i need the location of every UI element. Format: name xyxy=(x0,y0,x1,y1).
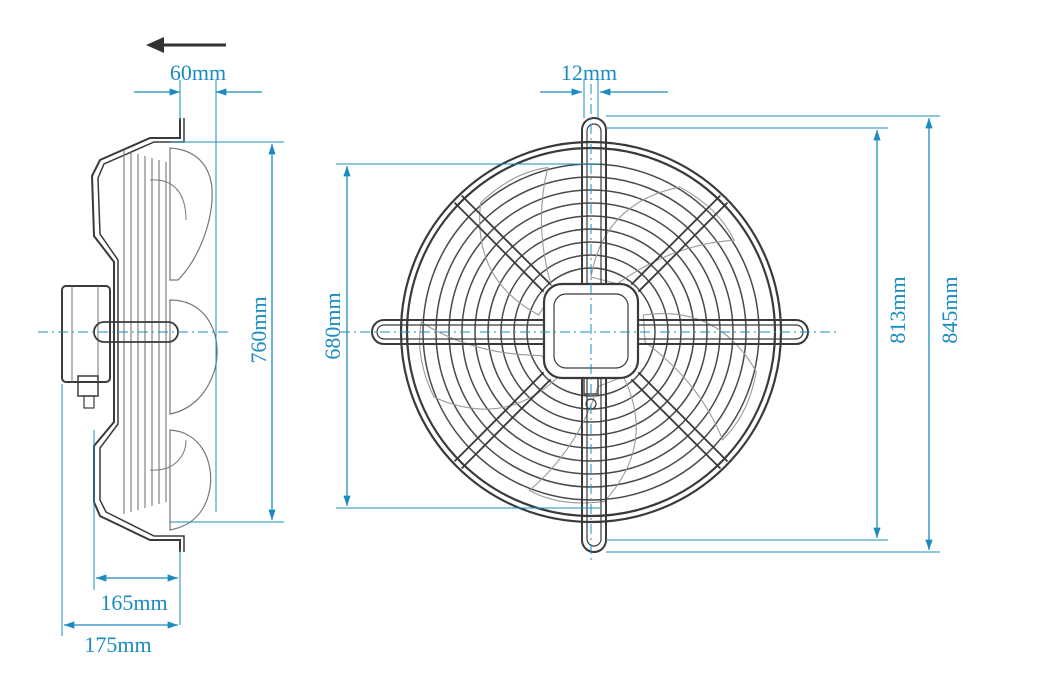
dim-inner-diameter: 680mm xyxy=(320,163,600,509)
impeller-blade xyxy=(590,186,735,285)
left-arrow-icon xyxy=(146,37,226,53)
dim-bracket-height: 813mm xyxy=(606,127,910,541)
guard-spoke xyxy=(637,371,729,463)
dim-label-813: 813mm xyxy=(885,276,910,343)
dim-side-height: 760mm xyxy=(170,141,284,523)
dim-label-175: 175mm xyxy=(84,632,151,657)
guard-spoke xyxy=(630,194,722,286)
dim-label-12: 12mm xyxy=(561,60,617,85)
impeller-blade xyxy=(479,166,554,316)
impeller-blade xyxy=(642,313,757,441)
impeller-blade xyxy=(419,321,560,410)
guard-spoke xyxy=(637,201,729,293)
guard-spoke xyxy=(460,194,552,286)
guard-spoke xyxy=(630,378,722,470)
dim-bracket-width: 12mm xyxy=(540,60,668,118)
dim-label-60: 60mm xyxy=(170,60,226,85)
guard-spoke xyxy=(453,201,545,293)
dim-label-760: 760mm xyxy=(246,296,271,363)
impeller-blade xyxy=(528,375,637,504)
motor-housing xyxy=(61,285,111,409)
dim-label-165: 165mm xyxy=(100,590,167,615)
dim-depth-front: 60mm xyxy=(134,60,262,512)
side-view: 60mm 760mm 165mm 175mm xyxy=(38,37,284,657)
dim-label-680: 680mm xyxy=(320,292,345,359)
front-view: 12mm 680mm 813mm 845mm xyxy=(320,60,962,560)
side-blades xyxy=(149,147,218,531)
dim-total-height: 845mm xyxy=(606,115,962,553)
front-guard-spokes xyxy=(453,194,729,470)
guard-spoke xyxy=(460,378,552,470)
front-blades xyxy=(419,166,757,504)
dim-label-845: 845mm xyxy=(937,276,962,343)
guard-spoke xyxy=(453,371,545,463)
dim-depth-body: 165mm xyxy=(93,430,181,625)
dim-depth-total: 175mm xyxy=(61,384,178,657)
